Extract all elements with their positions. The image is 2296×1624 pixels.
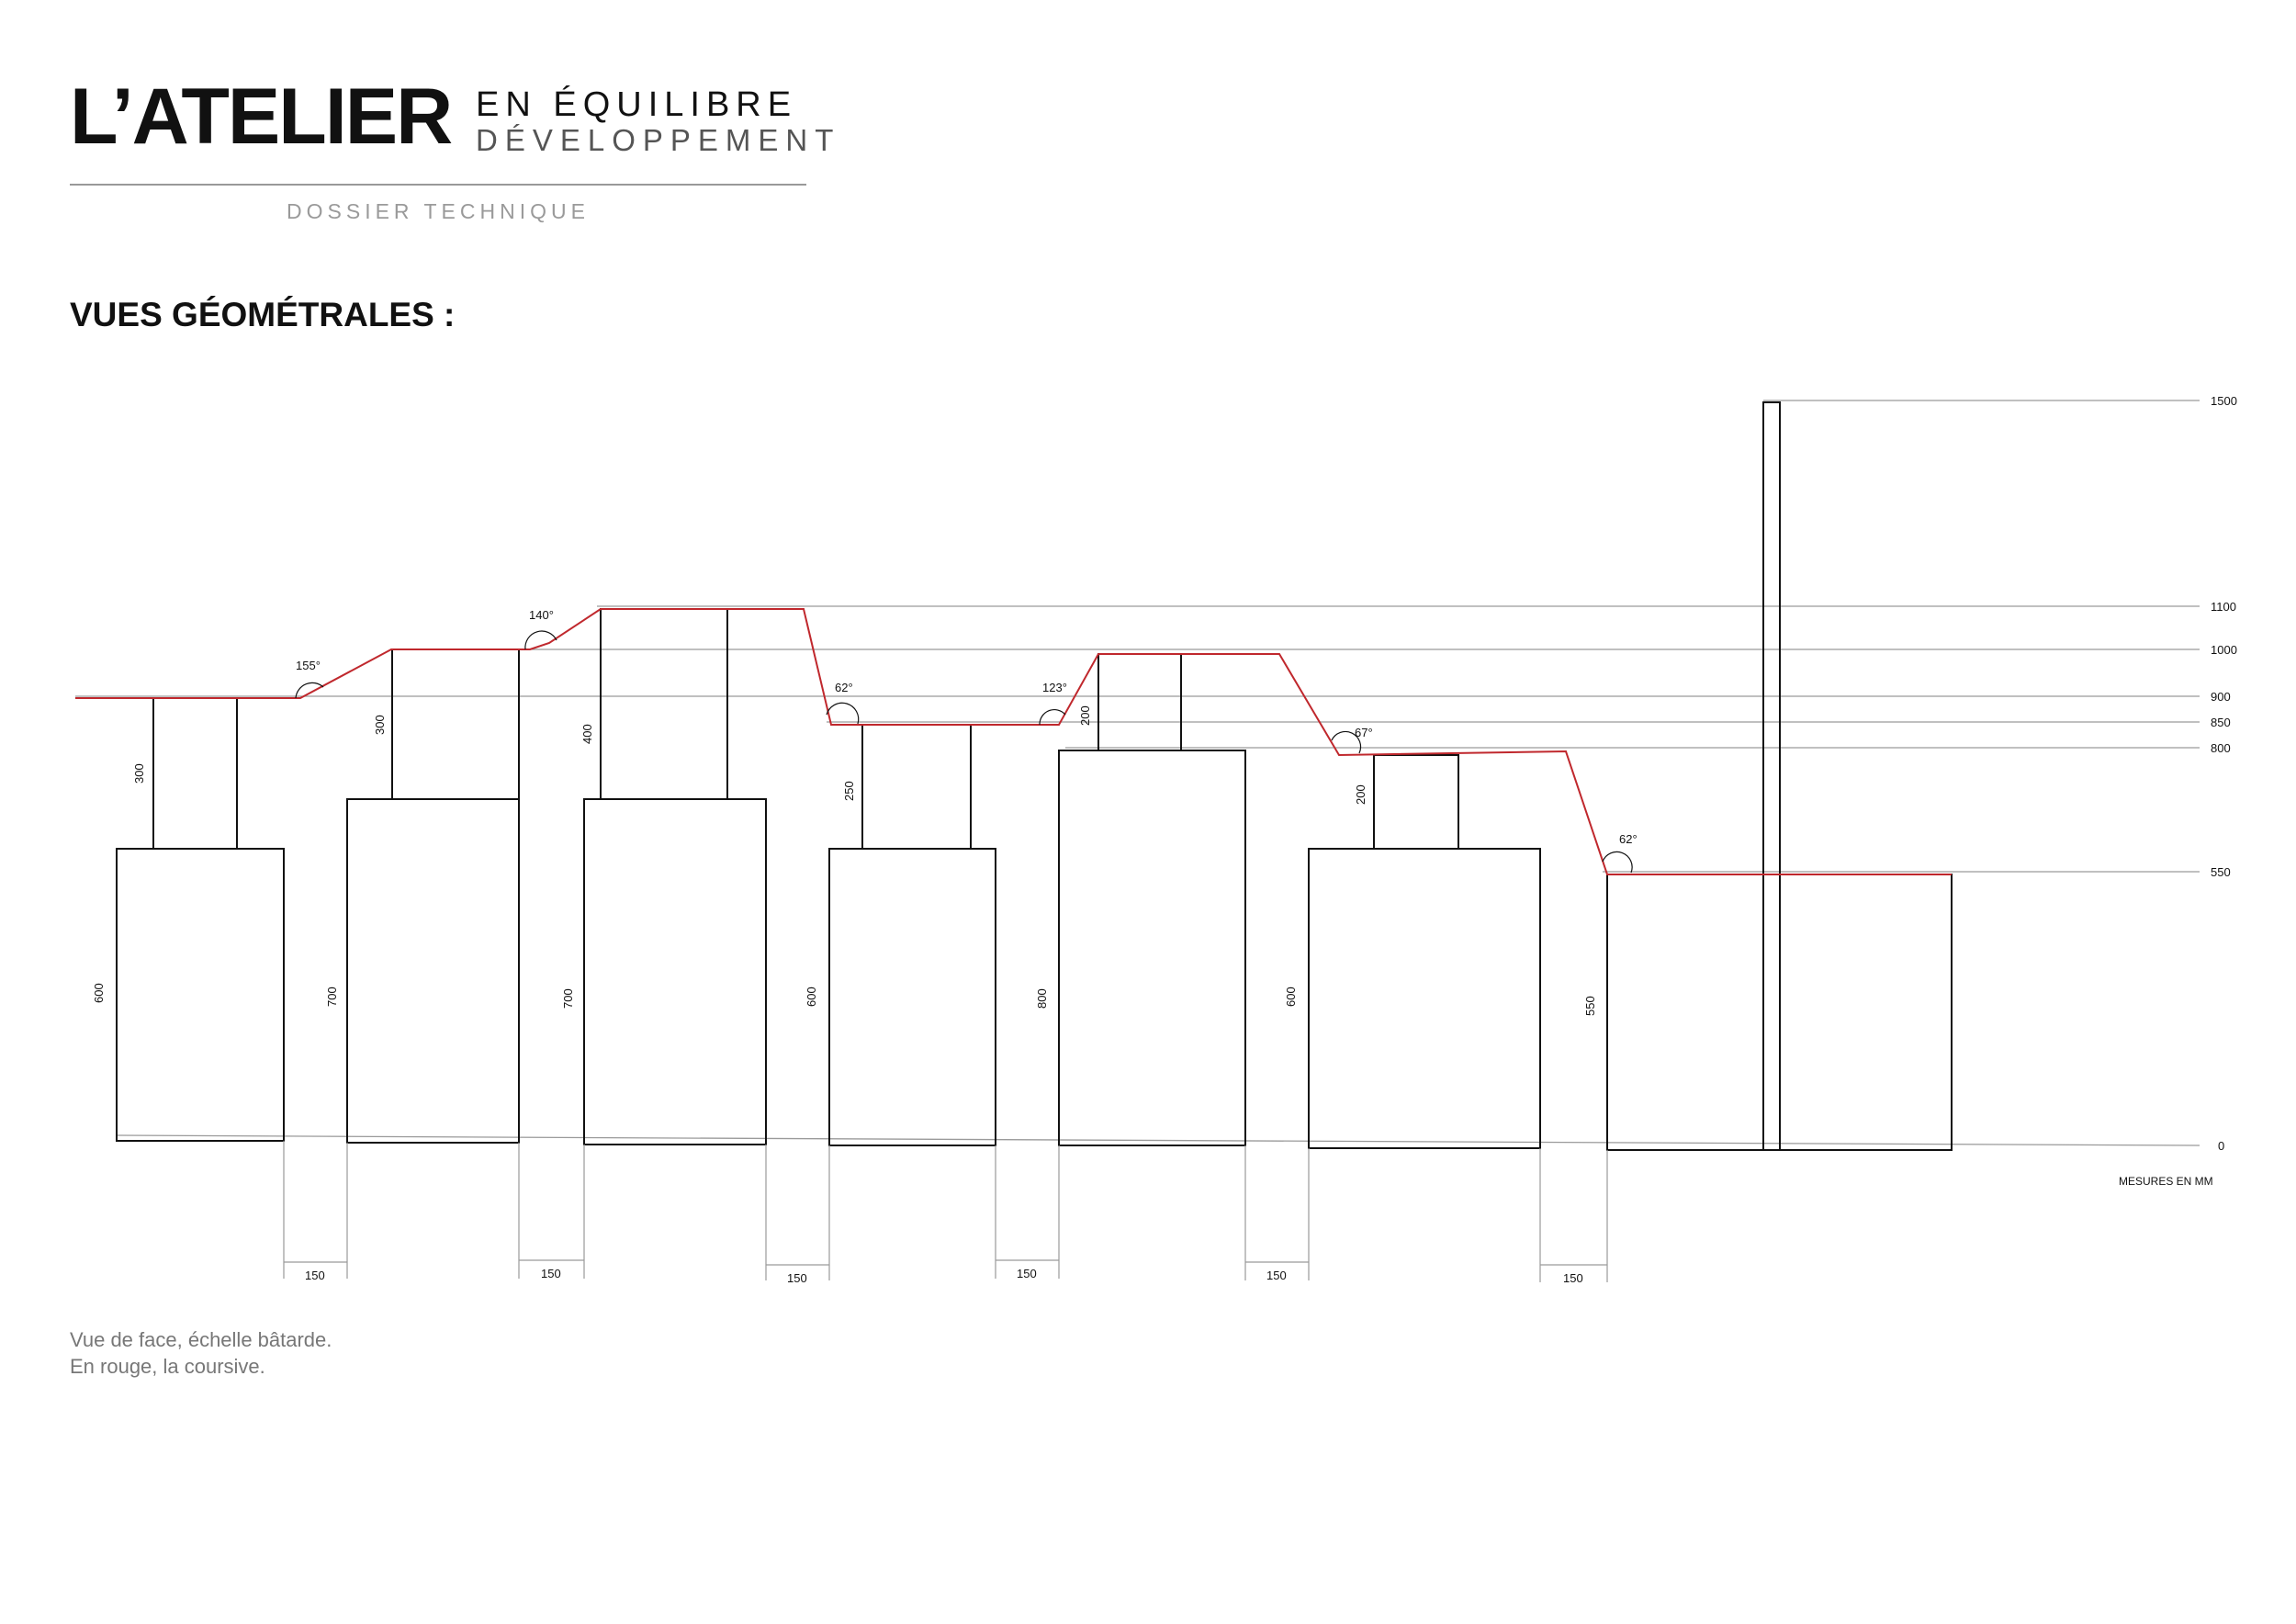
gap-dimensions xyxy=(283,1141,1608,1282)
gap-label-6: 150 xyxy=(1563,1271,1583,1285)
gap-label-4: 150 xyxy=(1017,1267,1037,1280)
angle-arc-1 xyxy=(295,682,324,699)
angle-label-2: 140° xyxy=(529,608,554,622)
angle-label-6: 62° xyxy=(1619,832,1638,846)
brand-title: L’ATELIER xyxy=(70,73,453,161)
height-label-top-1: 300 xyxy=(132,763,146,784)
angle-arc-4 xyxy=(1039,708,1066,726)
angle-label-5: 67° xyxy=(1355,726,1373,739)
block-3-base xyxy=(583,798,767,1145)
angle-label-3: 62° xyxy=(835,681,853,694)
level-guides xyxy=(75,400,2200,1146)
mast xyxy=(1762,401,1781,1151)
block-6-base xyxy=(1308,848,1541,1149)
level-labels: 1500 1100 1000 900 850 800 550 0 MESURES… xyxy=(2119,394,2237,1188)
height-label-top-5: 200 xyxy=(1078,705,1092,726)
block-5-top xyxy=(1097,653,1182,751)
angle-labels: 155° 140° 62° 123° 67° 62° xyxy=(296,608,1638,846)
level-label-550: 550 xyxy=(2211,865,2231,879)
gap-label-1: 150 xyxy=(305,1269,325,1282)
block-6-top xyxy=(1373,754,1459,850)
caption-line-2: En rouge, la coursive. xyxy=(70,1355,265,1378)
lower-blocks xyxy=(116,750,1953,1151)
gap-label-5: 150 xyxy=(1266,1269,1287,1282)
block-3-top xyxy=(600,608,728,800)
level-label-800: 800 xyxy=(2211,741,2231,755)
block-4-base xyxy=(828,848,996,1146)
header-divider xyxy=(70,184,806,186)
block-5-base xyxy=(1058,750,1246,1146)
brand-tagline-line-2: DÉVELOPPEMENT xyxy=(476,123,841,157)
height-label-block-1: 600 xyxy=(92,983,106,1003)
height-label-top-6: 200 xyxy=(1354,784,1367,805)
angle-arc-5 xyxy=(1331,730,1362,754)
block-2-base xyxy=(346,798,520,1144)
gap-label-2: 150 xyxy=(541,1267,561,1280)
level-label-900: 900 xyxy=(2211,690,2231,704)
ground-line xyxy=(115,1134,2200,1146)
angle-arc-2 xyxy=(524,630,557,650)
gap-label-3: 150 xyxy=(787,1271,807,1285)
angle-label-1: 155° xyxy=(296,659,321,672)
angle-label-4: 123° xyxy=(1042,681,1067,694)
document-subtitle: DOSSIER TECHNIQUE xyxy=(287,199,590,223)
level-label-1000: 1000 xyxy=(2211,643,2237,657)
level-label-1100: 1100 xyxy=(2211,600,2236,614)
height-label-block-6: 600 xyxy=(1284,987,1298,1007)
angle-arc-6 xyxy=(1602,851,1633,874)
block-2-top xyxy=(391,648,520,800)
height-label-block-3: 700 xyxy=(561,988,575,1009)
height-label-top-2: 300 xyxy=(373,715,387,735)
height-label-block-2: 700 xyxy=(325,987,339,1007)
brand-tagline-line-1: EN ÉQUILIBRE xyxy=(476,85,798,124)
angle-arc-3 xyxy=(826,702,860,725)
level-label-1500: 1500 xyxy=(2211,394,2237,408)
section-title: VUES GÉOMÉTRALES : xyxy=(70,296,456,333)
gap-labels: 150 150 150 150 150 150 xyxy=(305,1267,1583,1285)
units-note: MESURES EN MM xyxy=(2119,1175,2213,1188)
block-1-base xyxy=(116,848,285,1142)
upper-blocks xyxy=(152,401,1781,1151)
height-label-block-4: 600 xyxy=(805,987,818,1007)
level-label-0: 0 xyxy=(2218,1139,2224,1153)
block-4-top xyxy=(861,724,972,850)
block-1-top xyxy=(152,697,238,850)
height-labels: 600 700 700 600 800 600 550 300 300 400 … xyxy=(92,705,1597,1016)
height-label-block-7: 550 xyxy=(1583,996,1597,1016)
level-label-850: 850 xyxy=(2211,716,2231,729)
height-label-top-4: 250 xyxy=(842,781,856,801)
height-label-top-3: 400 xyxy=(580,724,594,744)
walkway-line xyxy=(75,608,1952,875)
angle-markers xyxy=(295,630,1633,874)
drawing-caption: Vue de face, échelle bâtarde. En rouge, … xyxy=(70,1326,332,1380)
caption-line-1: Vue de face, échelle bâtarde. xyxy=(70,1328,332,1351)
height-label-block-5: 800 xyxy=(1035,988,1049,1009)
